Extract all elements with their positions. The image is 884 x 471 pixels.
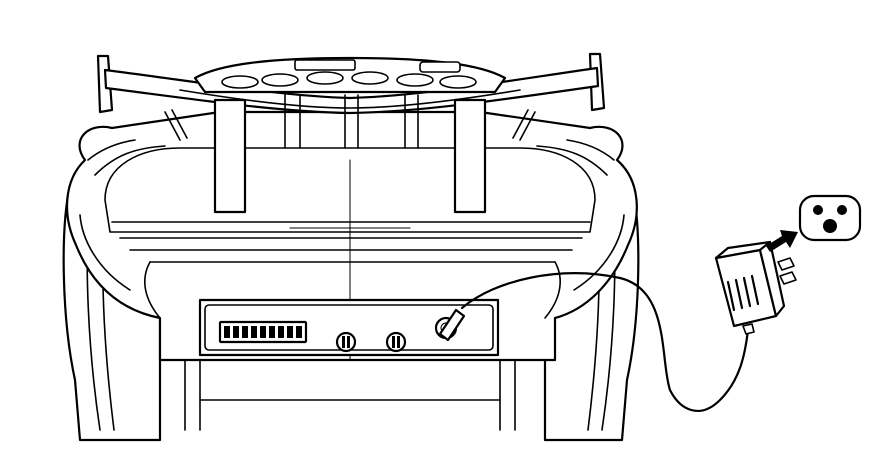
charging-cable xyxy=(438,272,750,412)
battery-indicator-icon xyxy=(218,320,308,344)
arrow-right-icon xyxy=(766,230,798,252)
power-socket-icon xyxy=(798,194,862,242)
knob-icon xyxy=(385,331,407,353)
rear-spoiler xyxy=(96,52,606,214)
knob-icon xyxy=(335,331,357,353)
chassis-lower xyxy=(184,359,516,431)
power-adapter-icon xyxy=(714,240,797,335)
